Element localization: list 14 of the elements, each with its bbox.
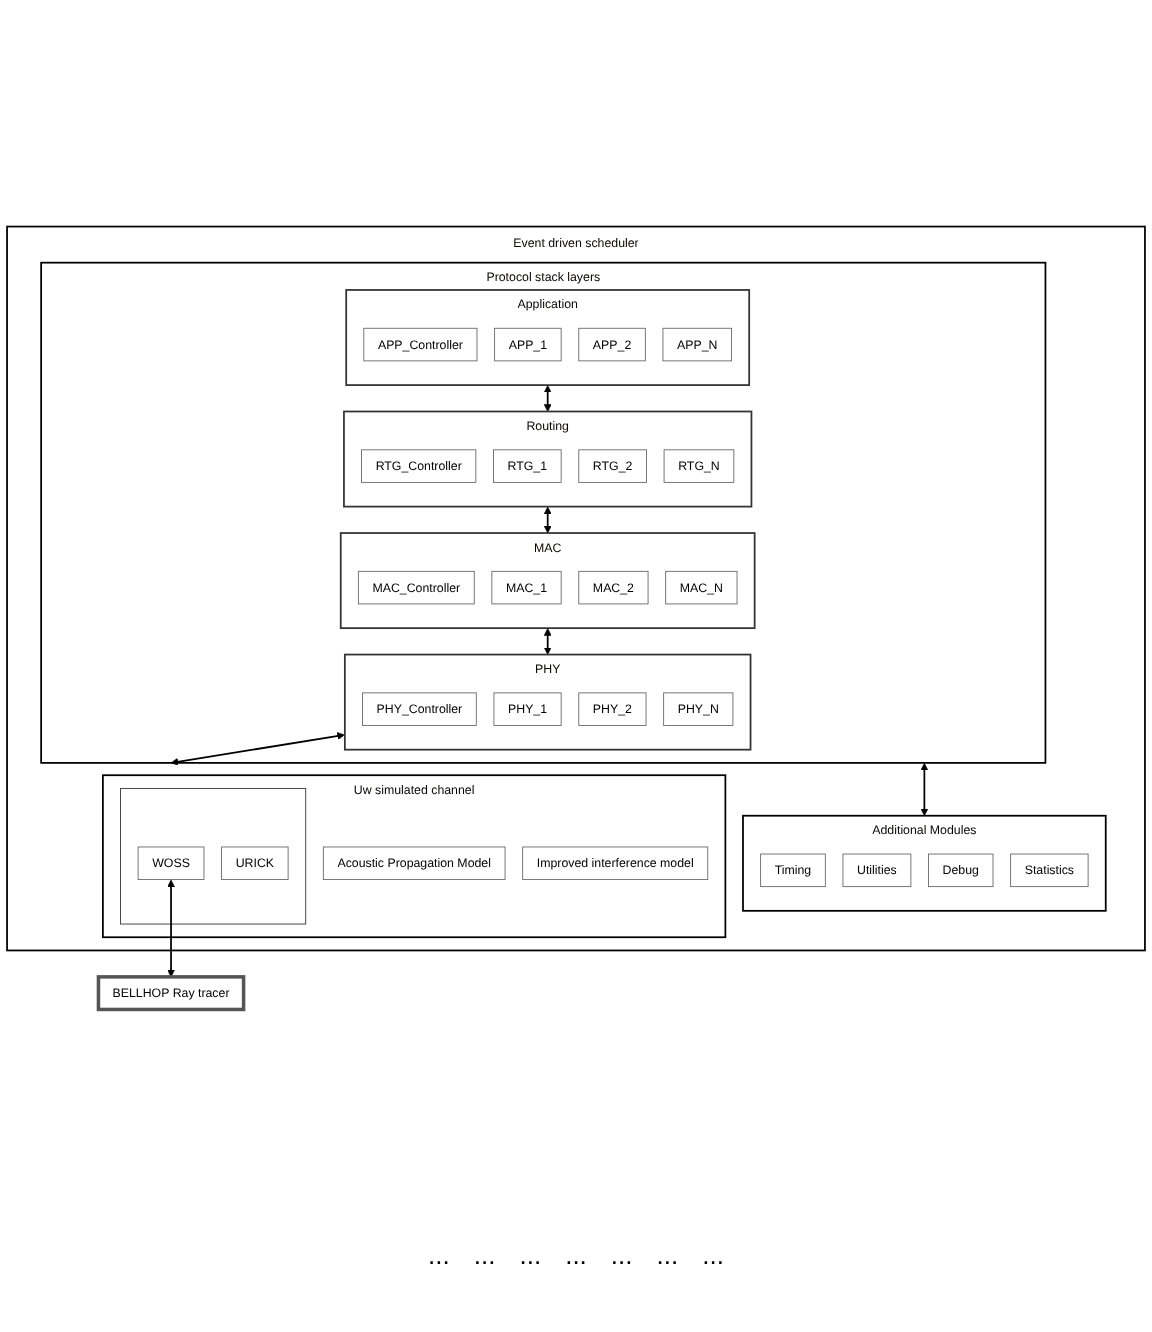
arrow bbox=[170, 731, 345, 765]
ellipsis-label: ... bbox=[565, 1240, 587, 1270]
arrow bbox=[543, 627, 552, 655]
ellipsis-label: ... bbox=[702, 1240, 724, 1270]
ellipsis-label: ... bbox=[610, 1240, 633, 1270]
ellipsis-label: ... bbox=[428, 1240, 450, 1270]
arrow bbox=[167, 878, 175, 977]
ellipsis-label: ... bbox=[519, 1240, 542, 1270]
ellipsis-label: ... bbox=[656, 1240, 679, 1270]
cluster bbox=[120, 787, 307, 924]
arrow bbox=[920, 762, 929, 816]
arrow bbox=[543, 505, 552, 533]
ellipsis-label: ... bbox=[473, 1240, 496, 1270]
arrow bbox=[543, 384, 552, 412]
